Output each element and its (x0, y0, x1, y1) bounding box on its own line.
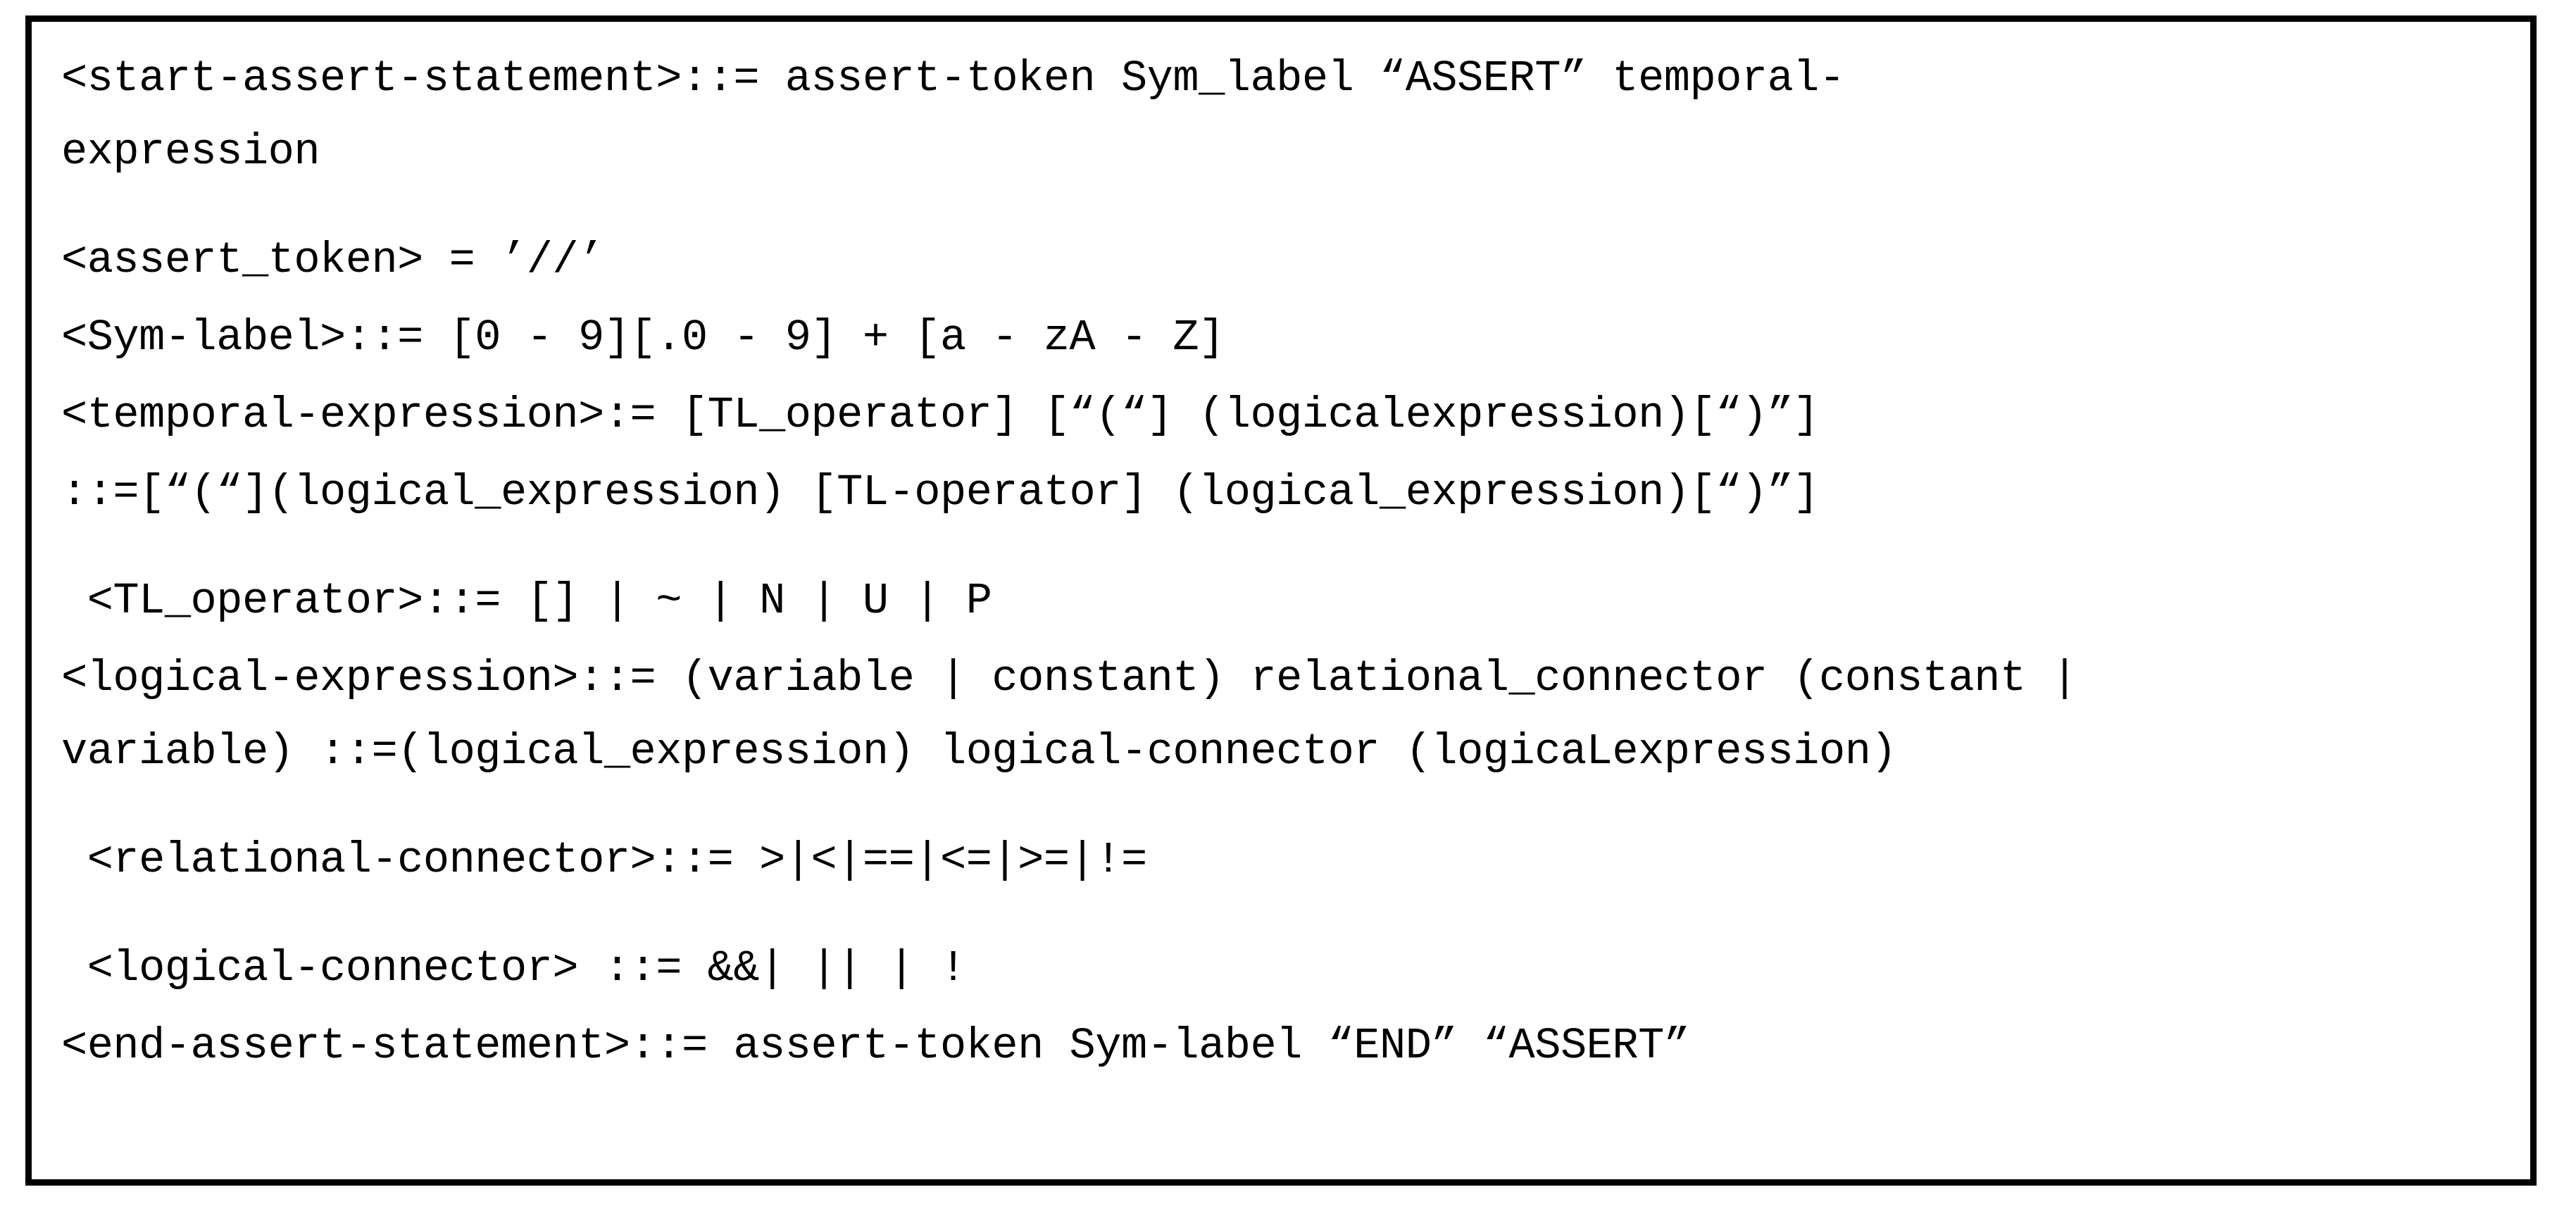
grammar-figure-box: <start-assert-statement>::= assert-token… (25, 15, 2537, 1186)
bnf-line-start-assert-statement-cont: expression (61, 127, 320, 177)
bnf-line-sym-label: <Sym-label>::= [0 - 9][.0 - 9] + [a - zA… (61, 313, 1225, 363)
bnf-line-relational-connector: <relational-connector>::= >|<|==|<=|>=|!… (61, 835, 1147, 885)
bnf-line-tl-operator: <TL_operator>::= [] | ~ | N | U | P (61, 576, 992, 626)
bnf-line-end-assert-statement: <end-assert-statement>::= assert-token S… (61, 1021, 1690, 1071)
bnf-line-logical-expression: <logical-expression>::= (variable | cons… (61, 653, 2078, 703)
bnf-grammar-listing: <start-assert-statement>::= assert-token… (32, 22, 2530, 1179)
bnf-line-start-assert-statement: <start-assert-statement>::= assert-token… (61, 54, 1845, 103)
bnf-line-logical-expression-cont: variable) ::=(logical_expression) logica… (61, 727, 1897, 777)
bnf-line-assert-token: <assert_token> = ’//’ (61, 235, 604, 285)
bnf-line-logical-connector: <logical-connector> ::= &&| || | ! (61, 943, 967, 993)
bnf-line-temporal-expression-alt: ::=[“(“](logical_expression) [TL-operato… (61, 467, 1820, 517)
bnf-line-temporal-expression: <temporal-expression>:= [TL_operator] [“… (61, 390, 1820, 440)
